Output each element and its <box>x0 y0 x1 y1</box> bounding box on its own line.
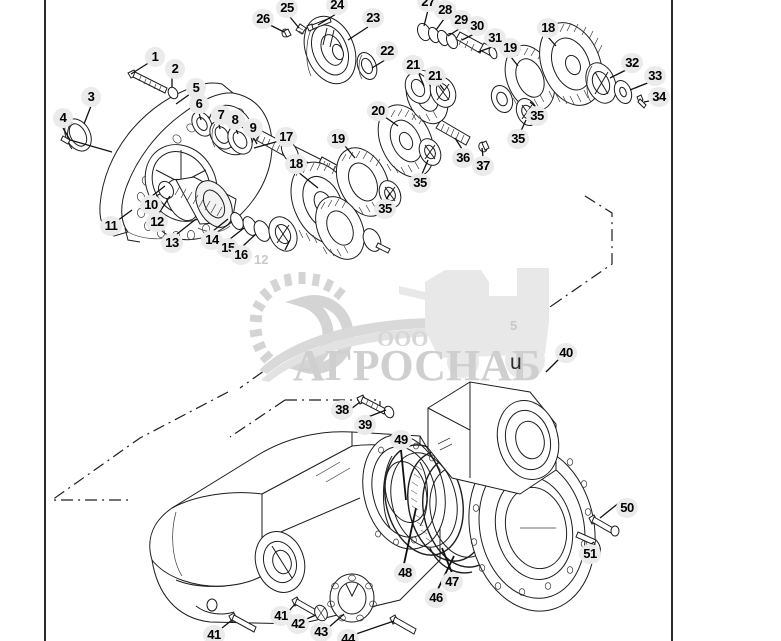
part-nut-42 <box>314 604 328 622</box>
page-border-right <box>671 0 673 641</box>
part-shaft-36 <box>435 119 471 146</box>
callout-35: 35 <box>374 199 396 219</box>
part-bolt-34 <box>636 94 647 109</box>
callout-6: 6 <box>189 94 209 114</box>
callout-41: 41 <box>270 606 292 626</box>
dashed-boundary-upper <box>501 195 613 341</box>
part-bolt-50 <box>588 514 620 537</box>
callout-32: 32 <box>621 53 643 73</box>
callout-23: 23 <box>362 8 384 28</box>
part-shaft-31 <box>455 31 498 60</box>
callout-13: 13 <box>161 233 183 253</box>
callout-42: 42 <box>287 614 309 634</box>
callout-39: 39 <box>354 415 376 435</box>
part-bolt-41a <box>228 612 257 633</box>
callout-24: 24 <box>326 0 348 15</box>
callout-8: 8 <box>225 110 245 130</box>
callout-16: 16 <box>230 245 252 265</box>
callout-35: 35 <box>409 173 431 193</box>
callout-21: 21 <box>402 55 424 75</box>
part-bearing-35b <box>418 138 442 166</box>
callout-37: 37 <box>472 156 494 176</box>
callout-27: 27 <box>417 0 439 12</box>
callout-40: 40 <box>555 343 577 363</box>
part-bearing-35d <box>490 84 514 114</box>
callout-11: 11 <box>100 216 122 236</box>
callout-46: 46 <box>425 588 447 608</box>
part-cap-43 <box>327 573 377 623</box>
callout-35: 35 <box>507 129 529 149</box>
part-bearing-lower-12 <box>268 216 298 252</box>
callout-2: 2 <box>165 59 185 79</box>
part-washer-39 <box>383 405 395 419</box>
callout-3: 3 <box>81 87 101 107</box>
part-seal-22 <box>356 52 378 80</box>
callout-19: 19 <box>499 38 521 58</box>
leader-lines <box>62 9 655 635</box>
part-gear-cluster-13 <box>165 176 237 233</box>
callout-38: 38 <box>331 400 353 420</box>
callout-29: 29 <box>450 10 472 30</box>
part-gear-lower-right <box>315 196 365 260</box>
part-washer-14 <box>230 212 244 230</box>
callout-20: 20 <box>367 101 389 121</box>
ghost-label-12: 12 <box>254 252 269 267</box>
part-washer-ghost-12 <box>362 228 391 254</box>
part-pin-37 <box>478 140 490 153</box>
callout-36: 36 <box>452 148 474 168</box>
part-pin-26 <box>281 28 292 38</box>
stray-char-u: u <box>510 351 522 374</box>
callout-43: 43 <box>310 622 332 641</box>
part-pin-4 <box>60 135 71 145</box>
callout-25: 25 <box>276 0 298 18</box>
part-bush-10 <box>158 180 174 200</box>
callout-50: 50 <box>616 498 638 518</box>
callout-51: 51 <box>579 544 601 564</box>
callout-33: 33 <box>644 66 666 86</box>
part-housing-bore-right <box>427 381 560 495</box>
callout-26: 26 <box>252 9 274 29</box>
part-bearing-6 <box>191 111 213 137</box>
callout-47: 47 <box>441 572 463 592</box>
callout-21: 21 <box>424 66 446 86</box>
ghost-label-5: 5 <box>510 318 518 333</box>
callout-4: 4 <box>53 108 73 128</box>
part-washer-2 <box>167 86 179 100</box>
callout-9: 9 <box>243 118 263 138</box>
callout-30: 30 <box>466 16 488 36</box>
callout-35: 35 <box>526 106 548 126</box>
callout-48: 48 <box>394 563 416 583</box>
callout-41: 41 <box>203 625 225 641</box>
callout-5: 5 <box>186 78 206 98</box>
callout-34: 34 <box>648 87 670 107</box>
part-washer-33 <box>613 79 633 105</box>
part-gear-19a <box>335 147 391 217</box>
callout-44: 44 <box>337 629 359 641</box>
callout-18: 18 <box>285 154 307 174</box>
part-bolt-44 <box>389 614 417 635</box>
part-bolt-38 <box>356 394 387 415</box>
part-brake-disc-23 <box>303 15 357 85</box>
part-flange-32 <box>585 62 617 104</box>
callout-10: 10 <box>140 195 162 215</box>
callout-19: 19 <box>327 129 349 149</box>
callout-1: 1 <box>145 47 165 67</box>
callout-22: 22 <box>376 41 398 61</box>
page-border-left <box>44 0 46 641</box>
callout-17: 17 <box>275 127 297 147</box>
callout-49: 49 <box>390 430 412 450</box>
part-bolt-1 <box>127 69 168 94</box>
callout-12: 12 <box>146 212 168 232</box>
callout-18: 18 <box>537 18 559 38</box>
